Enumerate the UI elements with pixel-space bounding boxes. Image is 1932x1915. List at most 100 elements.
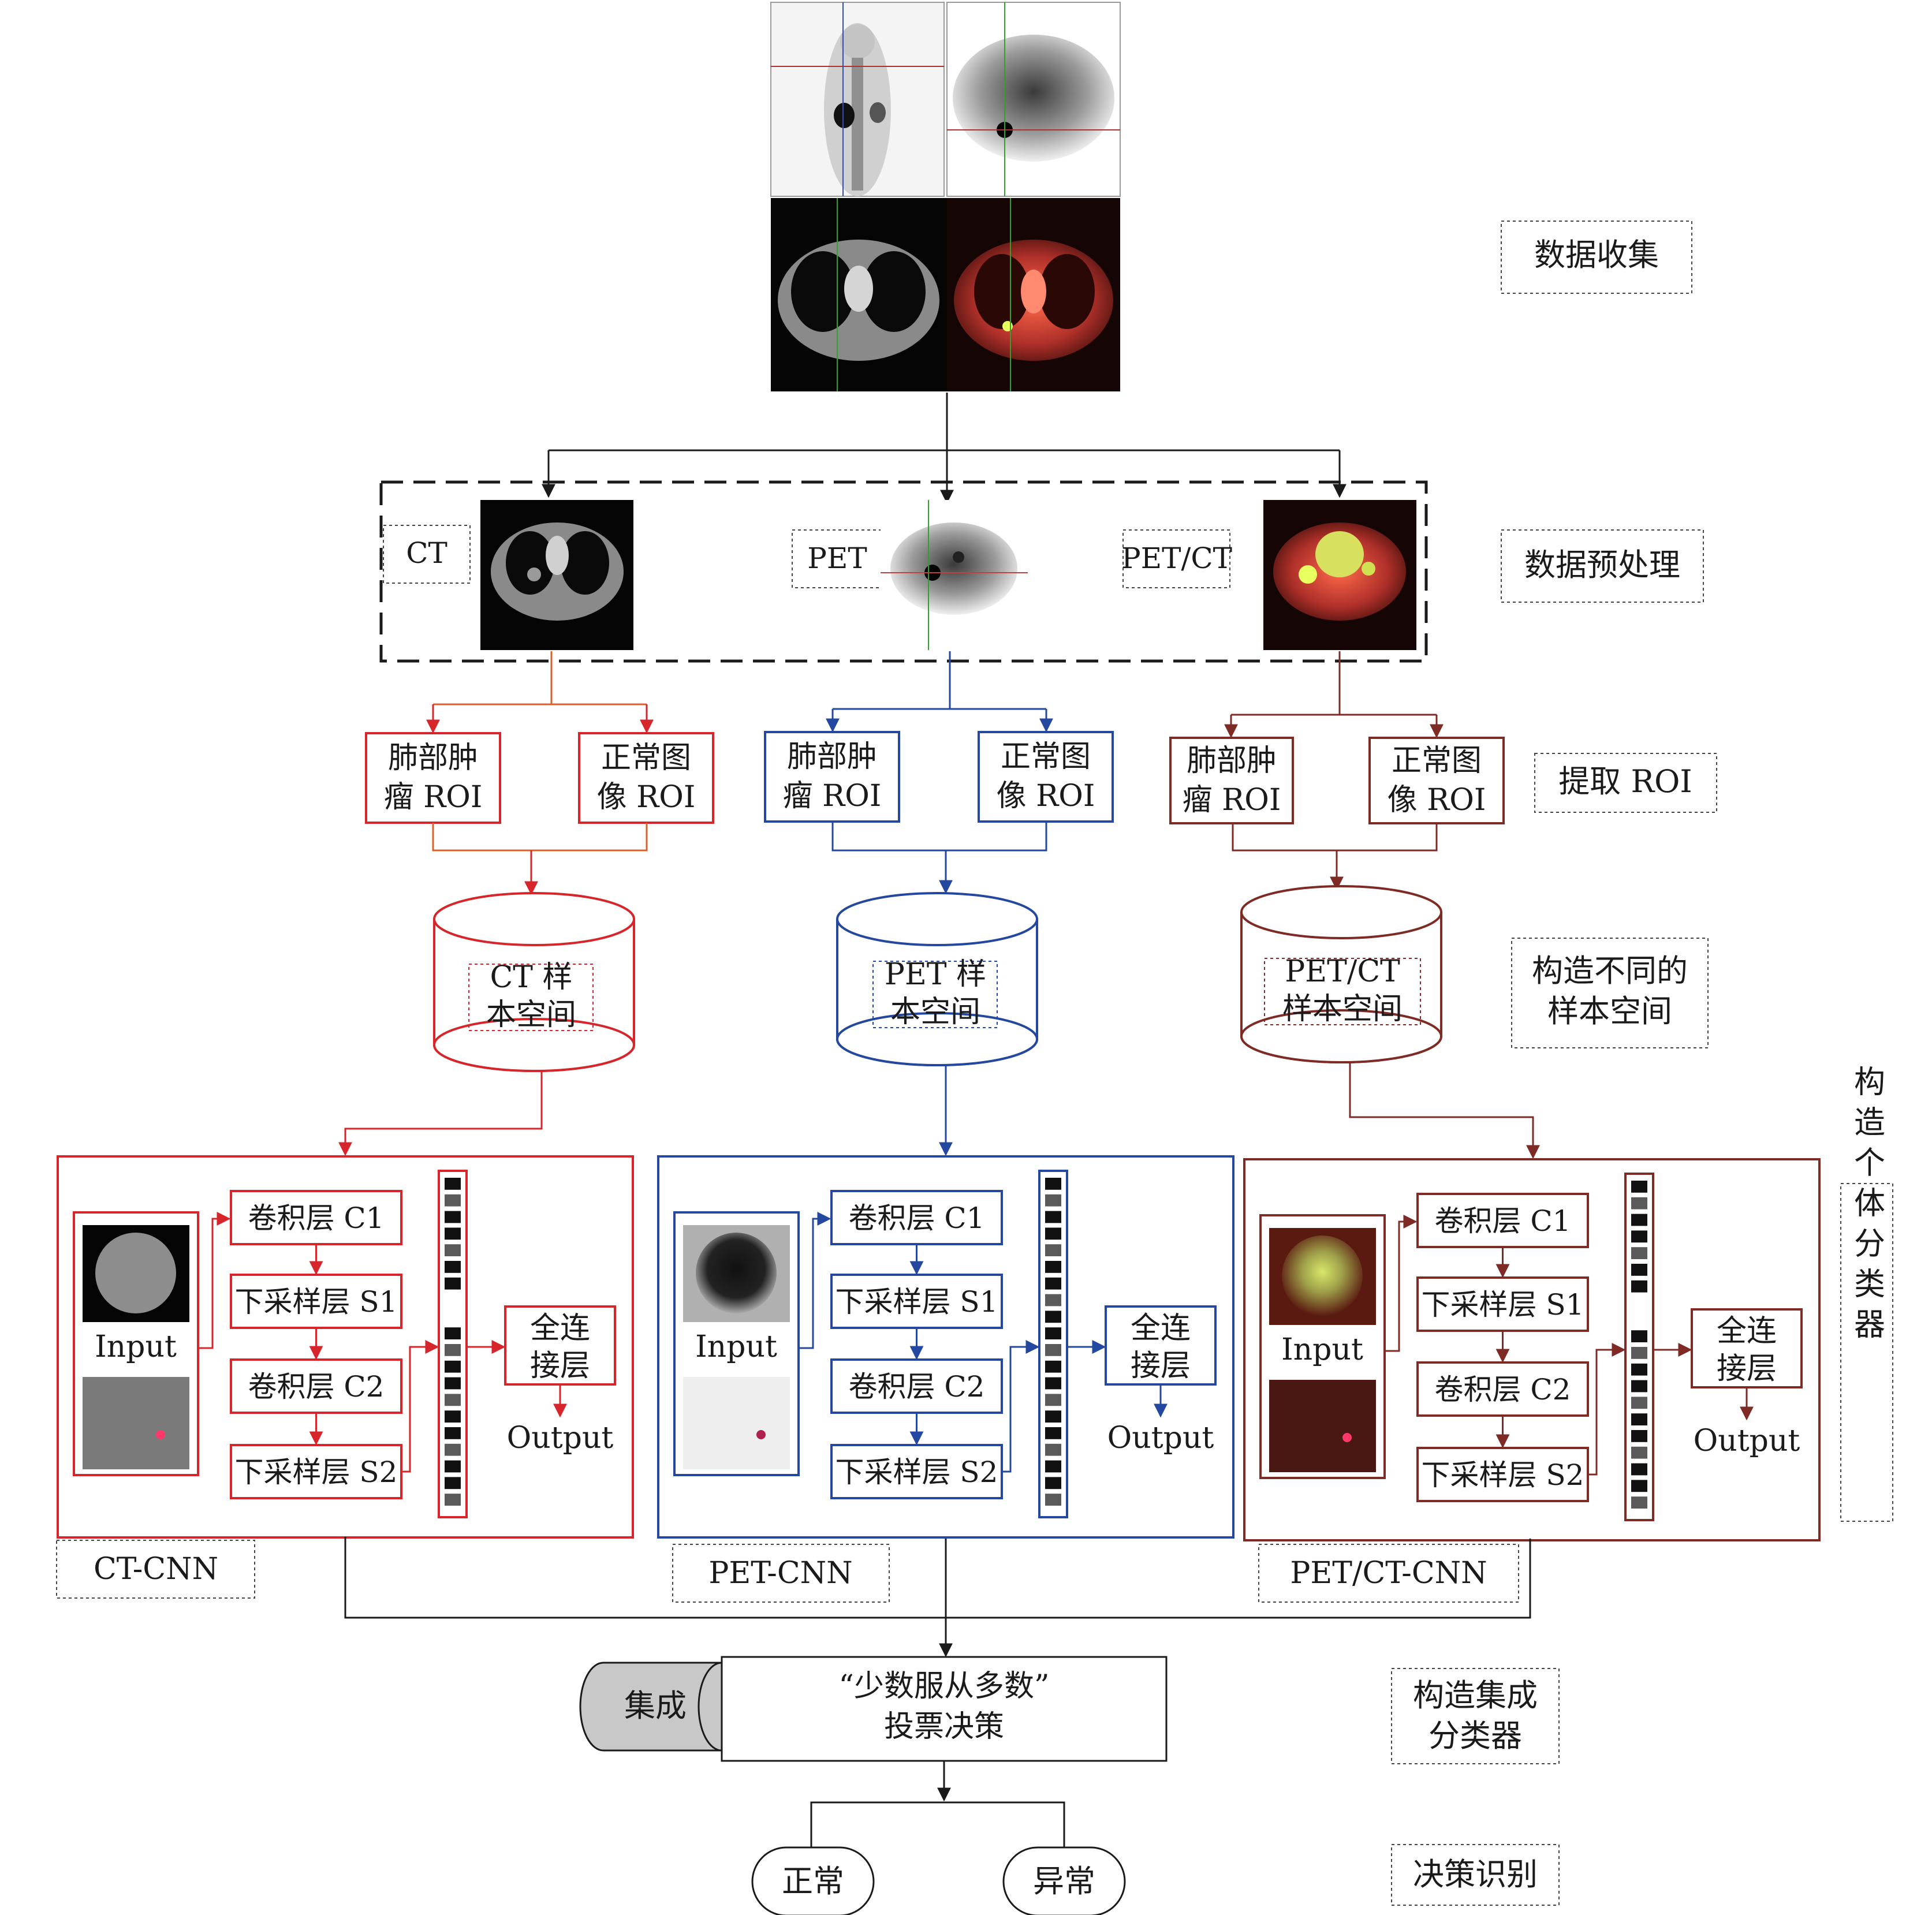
ct-output-label: Output — [507, 1421, 614, 1455]
ct-input-label: Input — [95, 1330, 177, 1364]
preprocessing-box — [379, 480, 1428, 663]
pet-fc-label-1: 全连 — [1131, 1311, 1191, 1346]
pet-tumor-roi-box — [764, 731, 900, 823]
pet-conv1-label: 卷积层 C1 — [849, 1201, 985, 1235]
pet-conv2-label: 卷积层 C2 — [849, 1370, 985, 1403]
petct-feature-vector — [1624, 1173, 1654, 1521]
petct-sample-space-label-2: 样本空间 — [1282, 992, 1403, 1026]
pet-tumor-roi-label-1: 肺部肿 — [787, 740, 877, 774]
ct-normal-roi-label-1: 正常图 — [601, 741, 691, 775]
petct-modality-label: PET/CT — [1121, 542, 1232, 575]
petct-normal-roi-label-2: 像 ROI — [1388, 783, 1486, 817]
ct-tumor-roi-label-2: 瘤 ROI — [384, 780, 483, 815]
result-normal — [751, 1846, 875, 1915]
ct-pool1-label: 下采样层 S1 — [235, 1285, 398, 1319]
ct-sample-space-inner-box — [468, 964, 594, 1031]
pet-cnn-name-box — [672, 1544, 890, 1603]
ct-sample-space-cylinder — [433, 892, 635, 1072]
ct-input-arrow — [198, 1212, 231, 1349]
pet-modality-label: PET — [807, 542, 867, 575]
stage-label-extract-roi: 提取 ROI — [1558, 763, 1692, 800]
petct-sample-space-cylinder — [1240, 885, 1442, 1063]
pet-pool2-box — [830, 1444, 1003, 1499]
ct-normal-roi-box — [578, 732, 714, 824]
stage-label-individual-classifier: 构造个体分类器 — [1849, 1065, 1885, 1348]
pet-sample-space-inner-box — [872, 961, 998, 1028]
petct-input-normal-image — [1269, 1380, 1376, 1472]
petct-pool1-label: 下采样层 S1 — [1422, 1288, 1584, 1322]
pet-tumor-roi-label-2: 瘤 ROI — [783, 779, 882, 813]
ct-pool2-label: 下采样层 S2 — [235, 1455, 398, 1489]
stage-box-decision — [1391, 1844, 1560, 1906]
ensemble-to-results — [810, 1761, 1065, 1853]
stage-label-decision: 决策识别 — [1413, 1856, 1538, 1892]
petct-sample-space-label-1: PET/CT — [1285, 954, 1400, 989]
ct-conv2-label: 卷积层 C2 — [248, 1370, 385, 1403]
ct-conv1-box — [230, 1190, 402, 1245]
petct-tumor-roi-box — [1169, 737, 1294, 824]
petct-roi-merge — [1232, 823, 1438, 891]
stage-label-sample-space-1: 构造不同的 — [1532, 953, 1688, 989]
pet-sample-space-label-2: 本空间 — [890, 995, 980, 1029]
pet-sample-space-label-1: PET 样 — [885, 957, 986, 992]
result-abnormal-label: 异常 — [1033, 1863, 1095, 1899]
ct-fc-label-2: 接层 — [530, 1349, 590, 1383]
ct-pool2-box — [230, 1444, 402, 1499]
petct-fc-label-2: 接层 — [1717, 1352, 1777, 1386]
ct-pool1-box — [230, 1274, 402, 1329]
petct-conv2-label: 卷积层 C2 — [1435, 1373, 1571, 1406]
stage-label-ensemble-1: 构造集成 — [1413, 1677, 1538, 1714]
pet-cnn-name: PET-CNN — [708, 1556, 852, 1591]
ct-input-normal-image — [83, 1377, 189, 1469]
pet-input-label: Input — [695, 1330, 777, 1364]
pet-input-arrow — [799, 1212, 831, 1349]
pet-sample-space-cylinder — [836, 892, 1038, 1066]
voting-box — [721, 1656, 1168, 1762]
pet-pool2-label: 下采样层 S2 — [836, 1455, 998, 1489]
petct-fc-box — [1691, 1308, 1803, 1388]
pet-input-normal-image — [683, 1377, 790, 1469]
ensemble-label: 集成 — [624, 1688, 687, 1724]
ct-roi-branch — [426, 651, 654, 734]
petct-output-label: Output — [1694, 1424, 1800, 1458]
petct-conv2-box — [1416, 1361, 1589, 1417]
stage-label-ensemble-2: 分类器 — [1429, 1718, 1522, 1754]
stage-box-ensemble — [1391, 1668, 1560, 1764]
stage-box-extract-roi — [1534, 753, 1717, 813]
result-abnormal — [1002, 1846, 1126, 1915]
petct-tumor-roi-label-2: 瘤 ROI — [1183, 783, 1281, 817]
petct-cnn-name-box — [1258, 1544, 1519, 1603]
ct-space-to-cnn — [338, 1071, 543, 1156]
petct-input-arrow — [1385, 1215, 1418, 1352]
petct-pool1-box — [1416, 1276, 1589, 1332]
stage-box-sample-space — [1511, 938, 1709, 1048]
cnn-to-ensemble — [344, 1537, 1531, 1658]
stage-label-collection: 数据收集 — [1534, 237, 1659, 273]
collection-connectors — [542, 393, 1347, 504]
data-collection-images — [770, 2, 1121, 391]
petct-sample-space-inner-box — [1264, 958, 1421, 1025]
ct-sample-space-label-1: CT 样 — [490, 960, 572, 995]
petct-conv1-label: 卷积层 C1 — [1435, 1204, 1571, 1238]
ct-conv1-label: 卷积层 C1 — [248, 1201, 385, 1235]
petct-normal-roi-box — [1368, 737, 1505, 824]
result-normal-label: 正常 — [782, 1863, 844, 1899]
ct-cnn-name-box — [56, 1540, 255, 1599]
pet-pool1-label: 下采样层 S1 — [836, 1285, 998, 1319]
ct-fc-box — [504, 1305, 616, 1386]
petct-modality-box — [1122, 529, 1230, 588]
pet-roi-branch — [826, 651, 1053, 733]
pet-normal-roi-box — [978, 731, 1114, 823]
petct-roi-branch — [1224, 651, 1444, 738]
ct-fc-label-1: 全连 — [530, 1311, 590, 1346]
ct-tumor-roi-label-1: 肺部肿 — [388, 741, 478, 775]
ct-normal-roi-label-2: 像 ROI — [597, 780, 696, 815]
pet-normal-roi-label-2: 像 ROI — [997, 779, 1095, 813]
petct-tumor-roi-label-1: 肺部肿 — [1187, 744, 1277, 778]
ct-modality-label: CT — [406, 536, 447, 570]
ct-cnn-name: CT-CNN — [94, 1552, 218, 1586]
voting-label-2: 投票决策 — [884, 1709, 1004, 1744]
